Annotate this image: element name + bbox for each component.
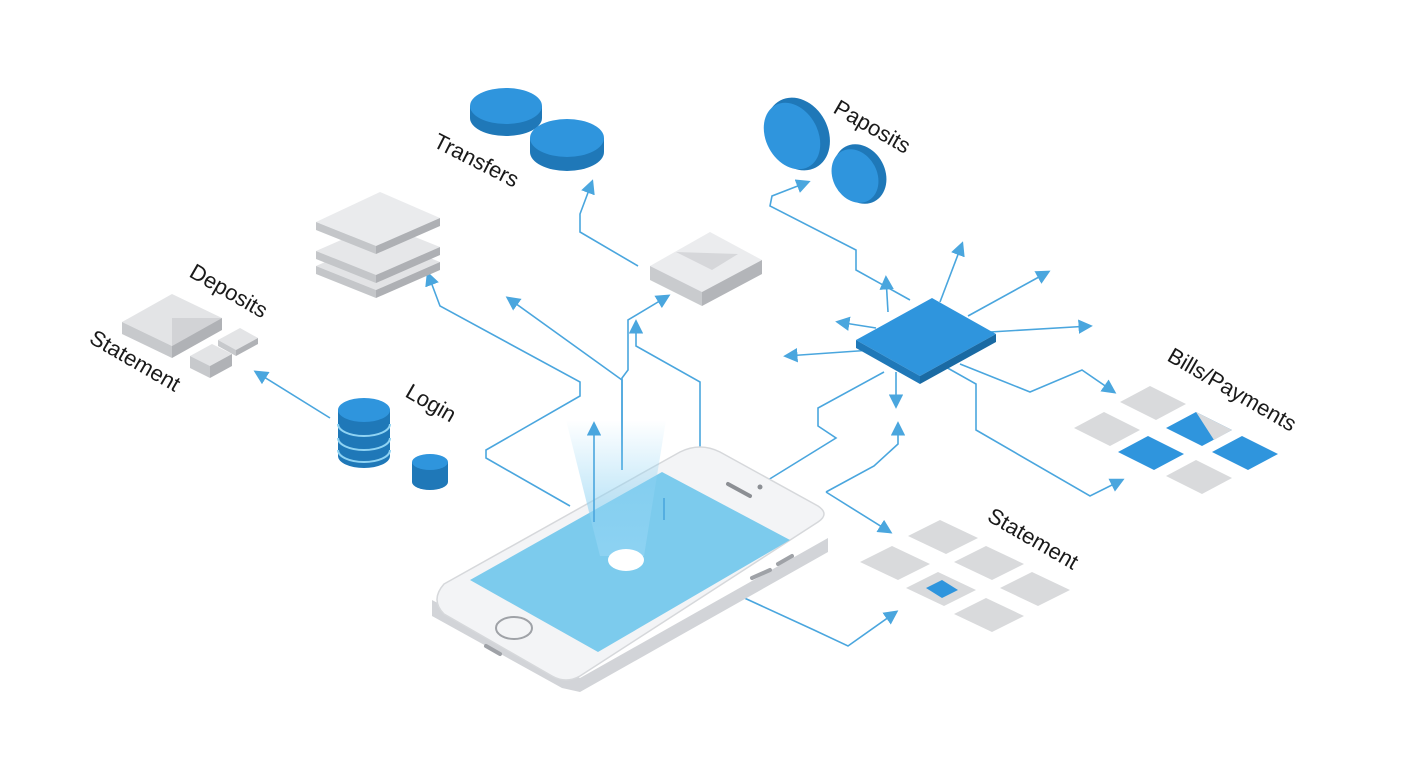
block-cluster-icon [122, 294, 258, 378]
screen-touch-point [608, 549, 644, 571]
disc-coins-icon [763, 97, 887, 204]
bills-tile-grid [1074, 386, 1278, 494]
chip-arrow-left [783, 348, 873, 363]
label-transfers: Transfers [430, 128, 523, 192]
connector-lines [253, 179, 1125, 647]
smartphone-icon [432, 420, 828, 692]
tile-grid-icon [1074, 386, 1278, 494]
connector-phone-to-chip [767, 371, 885, 481]
connector-to-paper-stack [425, 271, 581, 507]
database-icon [337, 398, 448, 490]
connector-phone-to-statement [739, 595, 899, 647]
chip-arrow-up-right [967, 270, 1051, 317]
paper-stack-icon [316, 192, 440, 298]
connector-login-to-deposits [253, 370, 331, 419]
coins-icon [470, 88, 604, 171]
light-beam [566, 420, 666, 556]
connector-to-statement [825, 491, 893, 534]
connector-chip-to-bills [959, 363, 1117, 394]
chip-arrow-left-2 [835, 316, 877, 331]
connector-chip-to-paposits [769, 179, 911, 301]
chip-arrow-up-left [879, 275, 894, 313]
connector-envelope-to-transfers [579, 179, 639, 267]
processor-chip-icon [856, 298, 996, 384]
home-button [495, 616, 533, 640]
connector-chip-to-bills-2 [943, 365, 1125, 497]
chip-arrow-right [989, 319, 1093, 334]
connector-to-statement-up [825, 421, 906, 493]
statement-tile-grid [860, 520, 1070, 632]
chip-arrow-up [939, 241, 965, 303]
envelope-icon [650, 232, 762, 306]
label-login: Login [402, 379, 461, 428]
